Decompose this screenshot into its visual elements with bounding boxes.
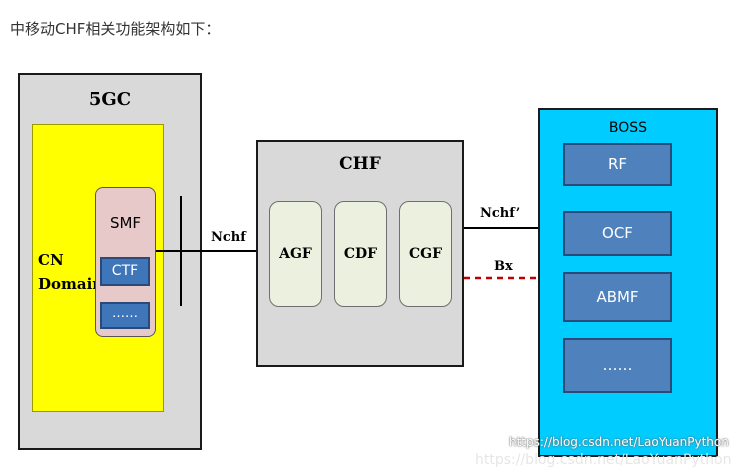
cn-domain-label-line2: Domain (38, 275, 104, 293)
chf-module-cgf: CGF (399, 201, 452, 307)
boss-item-more: …… (563, 338, 672, 393)
nchf-label: Nchf (211, 230, 246, 245)
boss-title: BOSS (608, 120, 648, 136)
watermark-text-shadow: https://blog.csdn.net/LaoYuanPython (475, 452, 732, 468)
chf-module-cdf: CDF (334, 201, 387, 307)
cn-domain-label-line1: CN (38, 251, 64, 269)
5gc-title: 5GC (88, 89, 132, 110)
boss-item-abmf: ABMF (563, 272, 672, 322)
ctf-box: CTF (100, 257, 150, 286)
watermark-text: https://blog.csdn.net/LaoYuanPython (509, 435, 729, 449)
cn-domain-label: CN Domain (38, 248, 103, 296)
chf-module-agf: AGF (269, 201, 322, 307)
smf-label: SMF (109, 214, 142, 232)
chf-title: CHF (339, 154, 381, 174)
nchf-prime-label: Nchf’ (480, 206, 521, 221)
boss-item-rf: RF (563, 143, 672, 186)
smf-more-box: …… (100, 302, 150, 329)
page-heading: 中移动CHF相关功能架构如下： (10, 20, 221, 38)
boss-item-ocf: OCF (563, 211, 672, 256)
bx-label: Bx (494, 259, 513, 274)
